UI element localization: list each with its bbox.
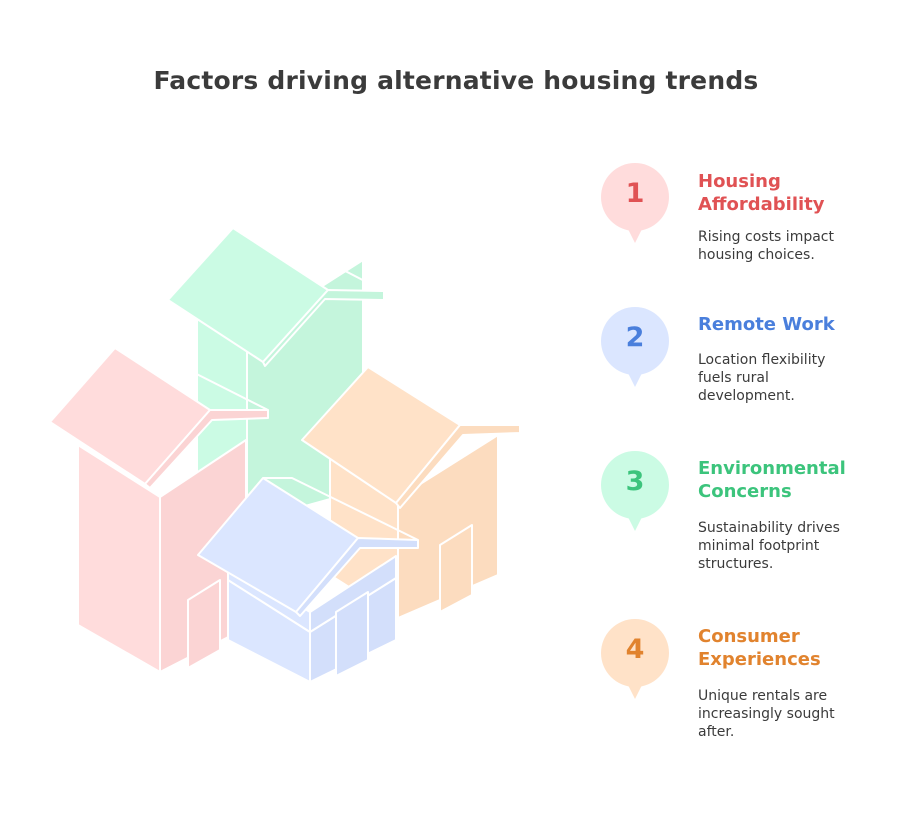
page-title: Factors driving alternative housing tren… xyxy=(153,66,759,95)
item-2-title: Remote Work xyxy=(698,313,898,336)
orange-house-roof-side xyxy=(395,424,521,509)
marker-3: 3 xyxy=(600,451,670,533)
item-2-description-line-2: fuels rural xyxy=(698,370,769,386)
item-4-description-line-1: Unique rentals are xyxy=(698,688,828,704)
blue-house-side-wall-upper xyxy=(309,555,397,633)
blue-house-ridge xyxy=(263,477,419,541)
item-3-title: Environmental Concerns xyxy=(698,457,898,503)
blue-house xyxy=(197,477,419,683)
item-2-description-line-3: development. xyxy=(698,388,795,404)
marker-1: 1 xyxy=(600,163,670,245)
marker-4: 4 xyxy=(600,619,670,701)
red-house-door xyxy=(187,579,221,669)
houses-illustration xyxy=(49,227,521,683)
orange-house-door xyxy=(439,524,473,613)
marker-3-badge xyxy=(601,451,669,531)
item-2-description-line-1: Location flexibility xyxy=(698,352,826,368)
green-house-ridge xyxy=(233,227,385,292)
item-4-title-line-2: Experiences xyxy=(698,649,821,670)
item-1-title-line-1: Housing xyxy=(698,171,781,192)
item-4-title: Consumer Experiences xyxy=(698,625,898,671)
item-3-description-line-1: Sustainability drives xyxy=(698,520,840,536)
item-4-description-line-3: after. xyxy=(698,724,735,740)
item-1-description-line-2: housing choices. xyxy=(698,247,815,263)
item-4-description-line-2: increasingly sought xyxy=(698,706,835,722)
marker-4-badge xyxy=(601,619,669,699)
item-3-title-line-1: Environmental xyxy=(698,458,846,479)
orange-house xyxy=(301,366,521,619)
item-3-title-line-2: Concerns xyxy=(698,481,792,502)
item-4-description: Unique rentals are increasingly sought a… xyxy=(698,687,898,741)
item-1-title-line-2: Affordability xyxy=(698,194,825,215)
orange-house-ridge xyxy=(368,366,521,426)
blue-house-door xyxy=(335,591,369,677)
red-house-roof-side xyxy=(144,409,269,489)
item-1-description-line-1: Rising costs impact xyxy=(698,229,834,245)
marker-3-number: 3 xyxy=(625,466,645,497)
marker-1-number: 1 xyxy=(625,178,645,209)
item-1-title: Housing Affordability xyxy=(698,170,898,216)
marker-2: 2 xyxy=(600,307,670,389)
item-3-description-line-3: structures. xyxy=(698,556,774,572)
marker-4-number: 4 xyxy=(625,634,645,665)
item-1-description: Rising costs impact housing choices. xyxy=(698,228,898,264)
red-house-ridge xyxy=(115,347,269,411)
item-2-title-line-1: Remote Work xyxy=(698,314,835,335)
item-2-description: Location flexibility fuels rural develop… xyxy=(698,351,898,405)
marker-1-badge xyxy=(601,163,669,243)
marker-2-number: 2 xyxy=(625,322,645,353)
item-3-description: Sustainability drives minimal footprint … xyxy=(698,519,898,573)
marker-2-badge xyxy=(601,307,669,387)
red-house xyxy=(49,347,269,673)
green-house-roof-side xyxy=(262,289,385,367)
blue-house-roof-side xyxy=(295,537,419,617)
item-4-title-line-1: Consumer xyxy=(698,626,800,647)
item-3-description-line-2: minimal footprint xyxy=(698,538,820,554)
